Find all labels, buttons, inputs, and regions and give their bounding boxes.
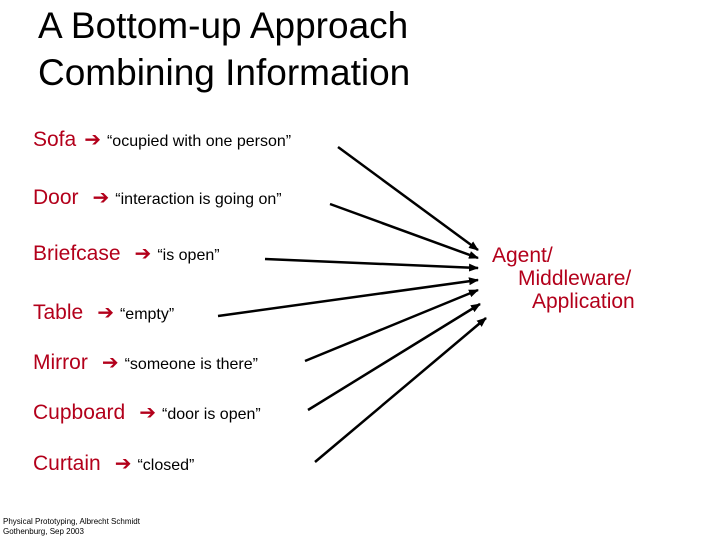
connector-arrow-table — [217, 277, 479, 318]
item-row-sofa: Sofa ➔ “ocupied with one person” — [33, 127, 291, 152]
item-row-table: Table ➔ “empty” — [33, 300, 174, 325]
item-value: “ocupied with one person” — [106, 133, 292, 150]
item-value: “door is open” — [162, 406, 261, 423]
slide-footer: Physical Prototyping, Albrecht Schmidt G… — [3, 517, 140, 537]
right-arrow-icon: ➔ — [139, 402, 156, 424]
title-line-2: Combining Information — [38, 52, 411, 93]
item-value: “closed” — [137, 457, 195, 474]
footer-line-2: Gothenburg, Sep 2003 — [3, 527, 84, 536]
title-line-1: A Bottom-up Approach — [38, 5, 409, 46]
item-value: “empty” — [119, 306, 175, 323]
right-arrow-icon: ➔ — [134, 243, 152, 265]
item-label: Sofa — [33, 128, 77, 151]
item-label: Door — [33, 186, 79, 209]
item-value: “someone is there” — [124, 356, 258, 373]
item-row-door: Door ➔ “interaction is going on” — [33, 185, 282, 210]
item-value: “is open” — [157, 247, 220, 264]
connector-arrow-briefcase — [264, 257, 479, 272]
target-label: Agent/ Middleware/ Application — [492, 244, 635, 313]
target-line-1: Agent/ — [492, 244, 553, 267]
item-value: “interaction is going on” — [115, 191, 282, 208]
item-row-curtain: Curtain ➔ “closed” — [33, 451, 194, 476]
item-row-briefcase: Briefcase ➔ “is open” — [33, 241, 220, 266]
right-arrow-icon: ➔ — [84, 129, 101, 151]
slide-title: A Bottom-up Approach Combining Informati… — [38, 2, 410, 96]
right-arrow-icon: ➔ — [114, 453, 132, 475]
connector-arrow-door — [329, 202, 479, 260]
item-label: Briefcase — [33, 242, 121, 265]
item-label: Cupboard — [33, 401, 126, 424]
right-arrow-icon: ➔ — [97, 302, 114, 324]
item-row-cupboard: Cupboard ➔ “door is open” — [33, 400, 261, 425]
connector-arrow-mirror — [304, 288, 479, 363]
target-line-2: Middleware/ — [518, 267, 632, 290]
right-arrow-icon: ➔ — [101, 352, 119, 374]
connector-arrow-sofa — [337, 145, 479, 252]
footer-line-1: Physical Prototyping, Albrecht Schmidt — [3, 517, 140, 526]
item-label: Mirror — [33, 351, 88, 374]
item-label: Table — [33, 301, 84, 324]
connector-arrow-cupboard — [307, 302, 481, 412]
item-row-mirror: Mirror ➔ “someone is there” — [33, 350, 258, 375]
connector-arrow-curtain — [314, 317, 487, 463]
item-label: Curtain — [33, 452, 101, 475]
target-line-3: Application — [532, 290, 635, 313]
right-arrow-icon: ➔ — [92, 187, 110, 209]
